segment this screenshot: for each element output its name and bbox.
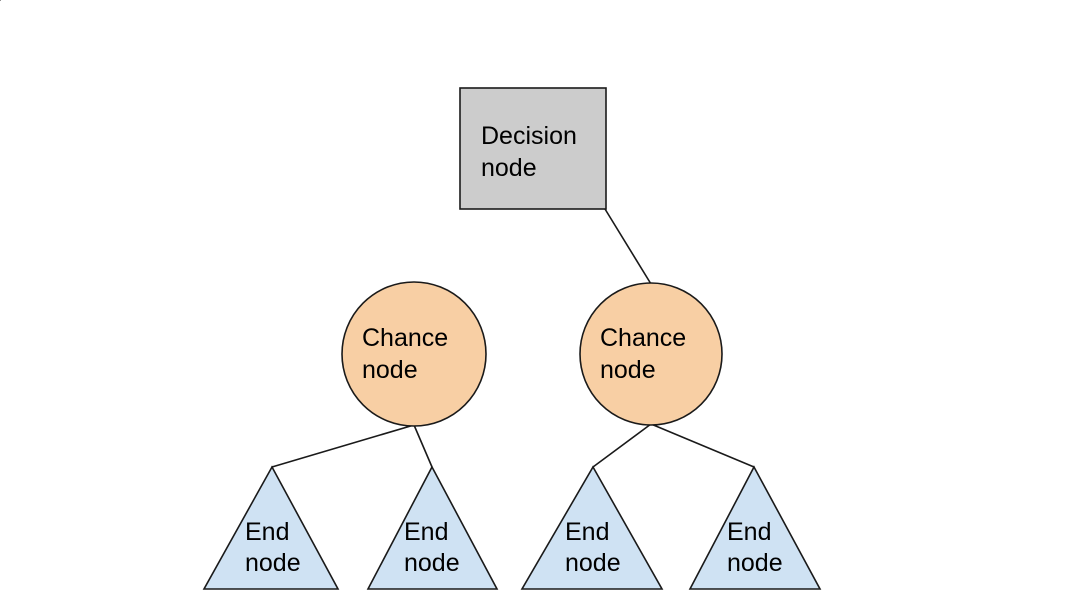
decision-node[interactable]: Decision node (459, 87, 607, 210)
chance-node-left-label-line2: node (362, 356, 418, 384)
end-node-2-triangle[interactable] (366, 465, 499, 590)
end-node-1-label-line2: node (245, 549, 301, 577)
end-node-2-label-line1: End (404, 518, 448, 546)
end-node-2[interactable]: End node (366, 465, 499, 590)
edge-layer (0, 0, 755, 468)
chance-node-left-label-line1: Chance (362, 324, 448, 352)
chance-node-right[interactable]: Chance node (579, 282, 723, 426)
end-node-3[interactable]: End node (520, 465, 664, 590)
edge-left-chance-to-end-node-1 (413, 424, 433, 468)
end-node-3-label-line1: End (565, 518, 609, 546)
edge-decision-to-left-chance (604, 208, 652, 285)
decision-node-label-line1: Decision (481, 122, 577, 150)
chance-node-right-label-line2: node (600, 356, 656, 384)
chance-node-right-circle[interactable] (579, 282, 723, 426)
chance-node-left[interactable]: Chance node (341, 281, 487, 427)
end-node-4-triangle[interactable] (688, 465, 822, 590)
decision-node-label-line2: node (481, 154, 537, 182)
edge-right-chance-to-end-node-3 (650, 423, 755, 468)
edge-decision-to-right-chance (271, 424, 415, 468)
edge-left-chance-to-end-node-2 (592, 423, 652, 468)
chance-node-left-circle[interactable] (341, 281, 487, 427)
chance-node-right-label-line1: Chance (600, 324, 686, 352)
end-node-4-label-line2: node (727, 549, 783, 577)
end-node-1[interactable]: End node (202, 465, 340, 590)
end-node-2-label-line2: node (404, 549, 460, 577)
decision-node-rect[interactable] (459, 87, 607, 210)
end-node-3-label-line2: node (565, 549, 621, 577)
end-node-1-label-line1: End (245, 518, 289, 546)
end-node-3-triangle[interactable] (520, 465, 664, 590)
end-node-4[interactable]: End node (688, 465, 822, 590)
end-node-4-label-line1: End (727, 518, 771, 546)
end-node-1-triangle[interactable] (202, 465, 340, 590)
